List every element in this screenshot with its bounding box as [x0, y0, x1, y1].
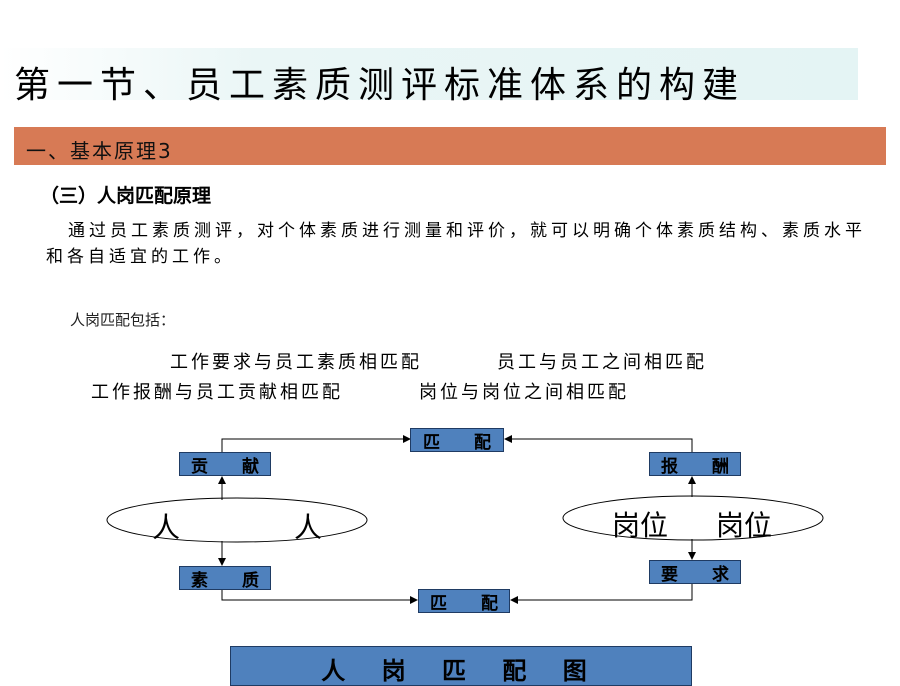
subheading: （三）人岗匹配原理 — [40, 185, 212, 207]
slide-title: 第一节、员工素质测评标准体系的构建 — [14, 65, 746, 106]
match-item-3: 工作报酬与员工贡献相匹配 — [91, 382, 343, 403]
reward-box: 报 酬 — [649, 452, 741, 477]
section-bar — [14, 127, 886, 165]
diagram-caption: 人 岗 匹 配 图 — [230, 646, 692, 686]
title-band — [0, 48, 858, 100]
contribution-box: 贡 献 — [179, 452, 271, 477]
post-right-label: 岗位 — [716, 509, 773, 542]
post-left-label: 岗位 — [612, 509, 669, 542]
match-bottom-box: 匹 配 — [418, 589, 510, 614]
requirement-box: 要 求 — [649, 560, 741, 585]
body-paragraph: 通过员工素质测评，对个体素质进行测量和评价，就可以明确个体素质结构、素质水平和各… — [46, 221, 866, 267]
people-right-label: 人 — [294, 511, 323, 544]
people-left-label: 人 — [152, 511, 181, 544]
section-heading: 一、基本原理3 — [26, 139, 173, 163]
post-oval — [562, 495, 824, 541]
match-item-2: 员工与员工之间相匹配 — [497, 352, 707, 373]
includes-label: 人岗匹配包括： — [70, 311, 176, 329]
match-item-4: 岗位与岗位之间相匹配 — [419, 382, 629, 403]
match-top-box: 匹 配 — [410, 428, 504, 453]
people-oval — [106, 497, 368, 543]
match-item-1: 工作要求与员工素质相匹配 — [170, 352, 422, 373]
quality-box: 素 质 — [179, 566, 271, 591]
